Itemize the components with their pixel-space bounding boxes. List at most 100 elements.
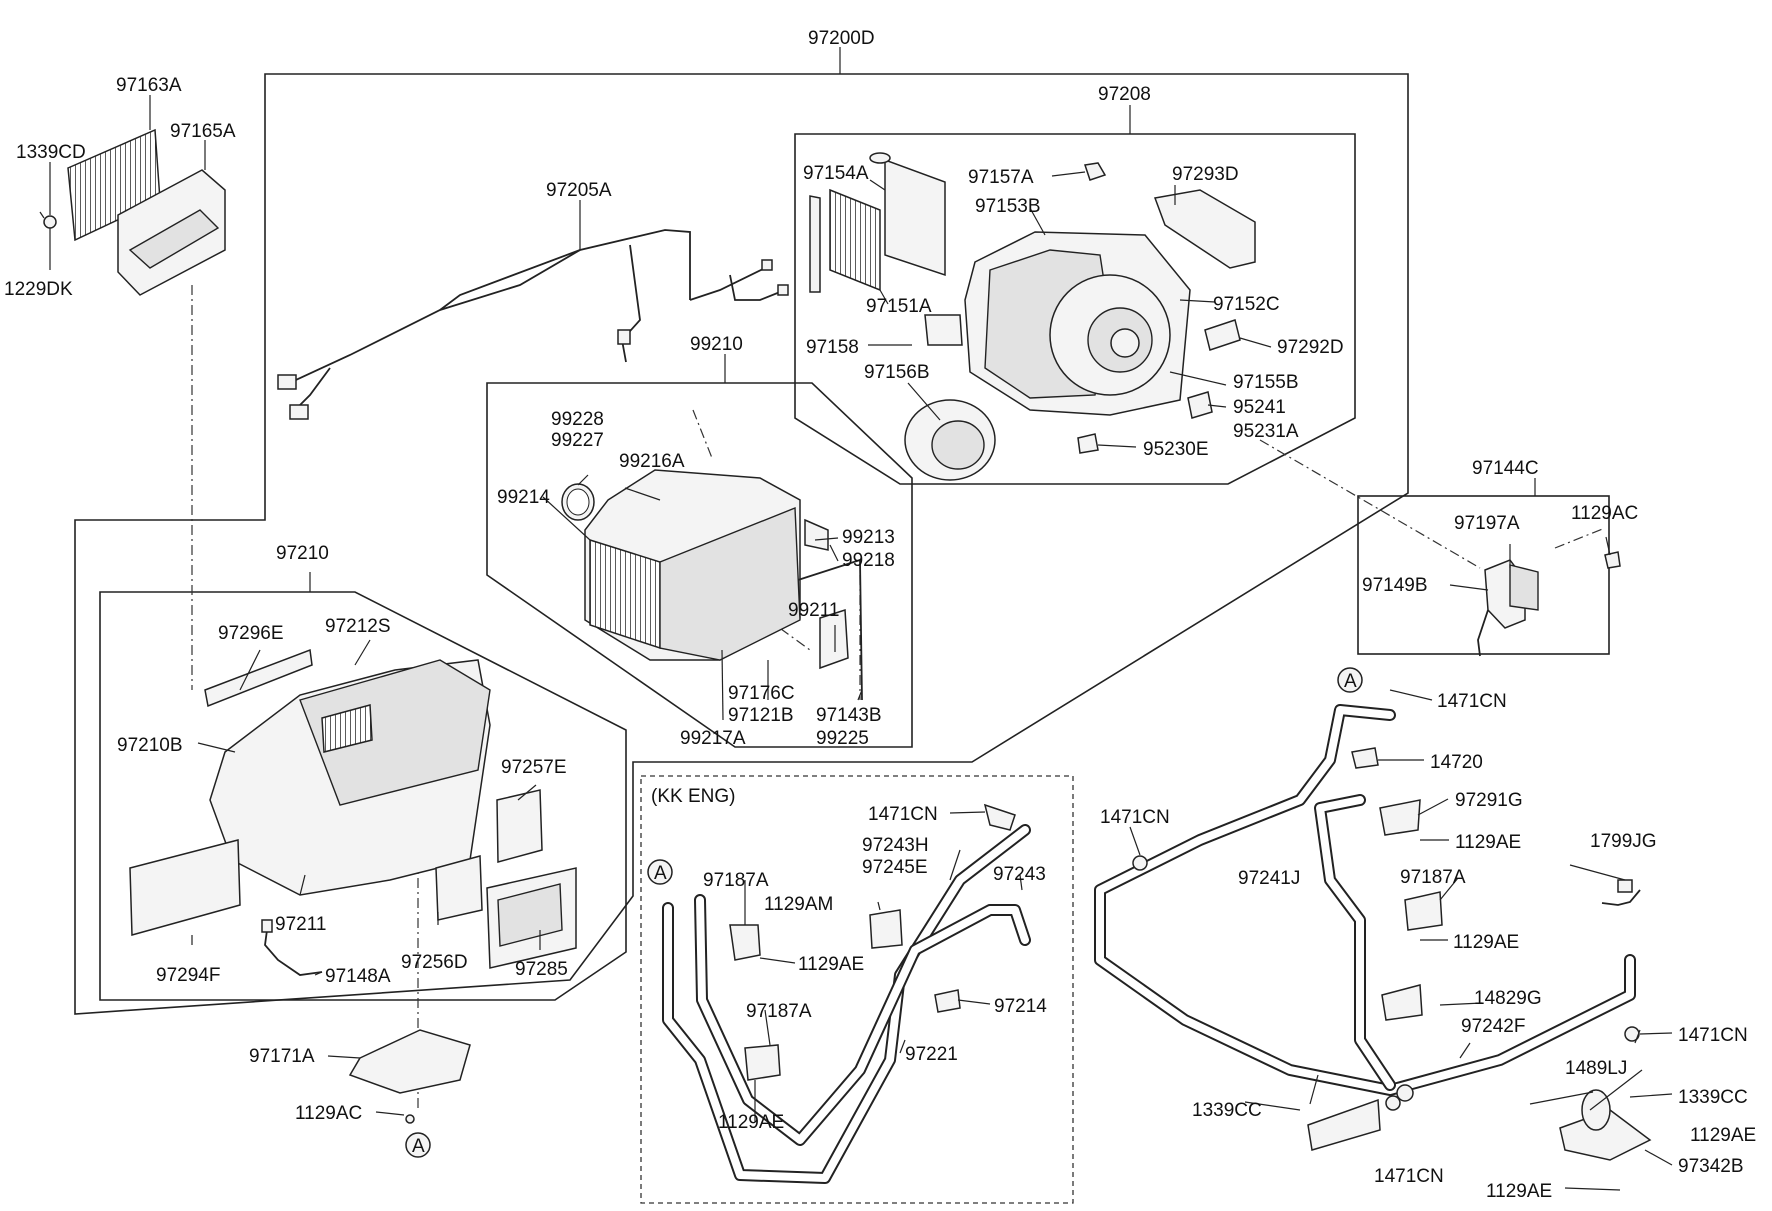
label-97121B: 97121B (728, 705, 794, 726)
label-97153B: 97153B (975, 196, 1041, 217)
label-97292D: 97292D (1277, 337, 1344, 358)
label-97165A: 97165A (170, 121, 236, 142)
label-1339CC-a: 1339CC (1192, 1100, 1262, 1121)
label-95241: 95241 (1233, 397, 1286, 418)
label-95231A: 95231A (1233, 421, 1299, 442)
label-97210B: 97210B (117, 735, 183, 756)
frame-99210 (486, 382, 913, 748)
label-97208: 97208 (1098, 84, 1151, 105)
label-99227: 99227 (551, 430, 604, 451)
frame-97200D (74, 73, 1409, 1015)
label-97187A-c: 97187A (1400, 867, 1466, 888)
label-97157A: 97157A (968, 167, 1034, 188)
label-97285: 97285 (515, 959, 568, 980)
frame-97208 (794, 133, 1356, 485)
label-kk-eng: (KK ENG) (651, 786, 735, 807)
label-97163A: 97163A (116, 75, 182, 96)
part-hoses-right (1094, 704, 1652, 1161)
label-14829G: 14829G (1474, 988, 1542, 1009)
label-97293D: 97293D (1172, 164, 1239, 185)
part-wiring-harness-97205A (277, 229, 789, 420)
label-97148A: 97148A (325, 966, 391, 987)
label-97154A: 97154A (803, 163, 869, 184)
label-1129AE-d: 1129AE (1453, 932, 1519, 953)
label-97210: 97210 (276, 543, 329, 564)
label-97214: 97214 (994, 996, 1047, 1017)
label-95230E: 95230E (1143, 439, 1209, 460)
label-97152C: 97152C (1213, 294, 1280, 315)
part-cabin-filter (39, 128, 226, 296)
label-99225: 99225 (816, 728, 869, 749)
label-1471CN-a: 1471CN (868, 804, 938, 825)
label-97257E: 97257E (501, 757, 567, 778)
label-99217A: 99217A (680, 728, 746, 749)
label-1129AC-bottom: 1129AC (295, 1103, 362, 1124)
label-1129AC-top: 1129AC (1571, 503, 1638, 524)
label-97158: 97158 (806, 337, 859, 358)
label-97243H: 97243H (862, 835, 929, 856)
label-97242F: 97242F (1461, 1016, 1525, 1037)
label-99228: 99228 (551, 409, 604, 430)
label-1129AE-c: 1129AE (1455, 832, 1521, 853)
part-heater-unit-97210 (129, 648, 577, 1124)
label-1489LJ: 1489LJ (1565, 1058, 1627, 1079)
label-97156B: 97156B (864, 362, 930, 383)
marker-a-kk (647, 859, 673, 885)
label-97187A-b: 97187A (746, 1001, 812, 1022)
label-97151A: 97151A (866, 296, 932, 317)
label-1799JG: 1799JG (1590, 831, 1657, 852)
label-97176C: 97176C (728, 683, 795, 704)
reference-markers: A A A (405, 667, 1363, 1158)
part-hoses-kk-eng (662, 803, 1031, 1184)
leader-lines (49, 47, 1673, 1191)
label-99218: 99218 (842, 550, 895, 571)
part-evaporator-99210 (561, 469, 863, 701)
label-97200D: 97200D (808, 28, 875, 49)
label-1129AM: 1129AM (764, 894, 833, 915)
label-97212S: 97212S (325, 616, 391, 637)
label-97149B: 97149B (1362, 575, 1428, 596)
marker-a-top (1337, 667, 1363, 693)
label-97221: 97221 (905, 1044, 958, 1065)
label-97296E: 97296E (218, 623, 284, 644)
marker-a-bottom-label: A (412, 1136, 425, 1157)
label-97294F: 97294F (156, 965, 220, 986)
marker-a-bottom (405, 1132, 431, 1158)
label-14720: 14720 (1430, 752, 1483, 773)
label-99210: 99210 (690, 334, 743, 355)
label-99213: 99213 (842, 527, 895, 548)
label-1229DK: 1229DK (4, 279, 73, 300)
label-99216A: 99216A (619, 451, 685, 472)
frame-97144C (1357, 495, 1610, 655)
part-blower-unit-97208 (809, 152, 1256, 481)
label-1471CN-b: 1471CN (1437, 691, 1507, 712)
label-97187A-a: 97187A (703, 870, 769, 891)
label-97256D: 97256D (401, 952, 468, 973)
marker-a-kk-label: A (654, 863, 667, 884)
frame-97210 (99, 591, 627, 1001)
label-97143B: 97143B (816, 705, 882, 726)
part-labels: 97200D 97163A 97165A 1339CD 1229DK 97205… (4, 28, 1756, 1202)
label-1129AE-b: 1129AE (718, 1112, 784, 1133)
label-1339CD: 1339CD (16, 142, 86, 163)
label-1471CN-d: 1471CN (1678, 1025, 1748, 1046)
label-97205A: 97205A (546, 180, 612, 201)
label-1129AE-a: 1129AE (798, 954, 864, 975)
label-97144C: 97144C (1472, 458, 1539, 479)
label-97245E: 97245E (862, 857, 928, 878)
label-1471CN-e: 1471CN (1374, 1166, 1444, 1187)
label-1471CN-c: 1471CN (1100, 807, 1170, 828)
label-97211: 97211 (275, 914, 326, 935)
label-97241J: 97241J (1238, 868, 1300, 889)
label-97197A: 97197A (1454, 513, 1520, 534)
label-1129AE-e: 1129AE (1690, 1125, 1756, 1146)
label-97155B: 97155B (1233, 372, 1299, 393)
label-1129AE-f: 1129AE (1486, 1181, 1552, 1202)
label-97291G: 97291G (1455, 790, 1523, 811)
marker-a-top-label: A (1344, 671, 1357, 692)
label-99214: 99214 (497, 487, 550, 508)
assembly-frames (74, 73, 1610, 1204)
label-97171A: 97171A (249, 1046, 315, 1067)
frame-kk-eng (640, 775, 1074, 1204)
